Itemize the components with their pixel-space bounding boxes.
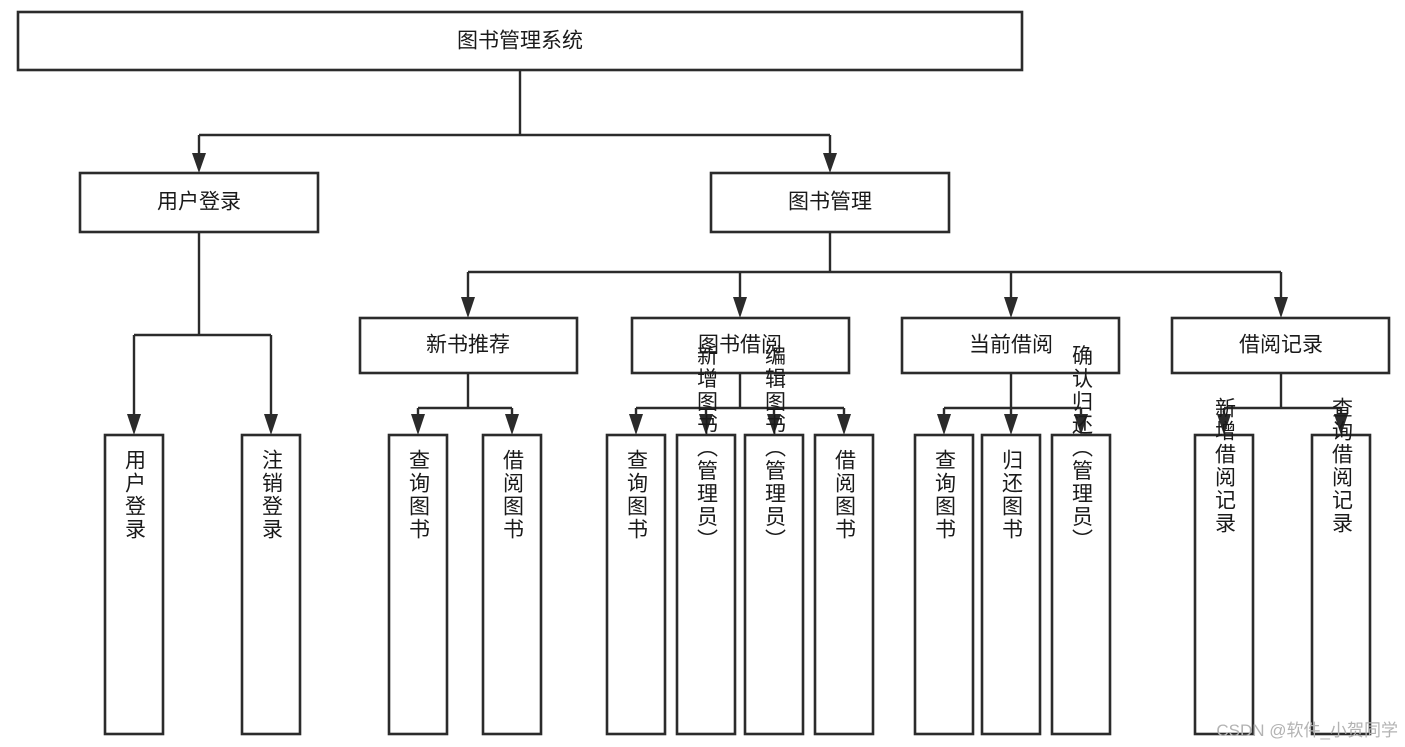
leaf-borrow-book-2[interactable]: 借阅图书 [813, 433, 875, 736]
leaf-query-record-box[interactable] [1310, 433, 1372, 736]
node-root-box[interactable] [16, 10, 1024, 72]
node-user-login-label: 用户登录 [157, 191, 241, 214]
leaf-query-book-3[interactable]: 查询图书 [913, 433, 975, 736]
node-root[interactable]: 图书管理系统 [16, 10, 1024, 72]
node-user-login[interactable]: 用户登录 [78, 171, 320, 234]
leaf-edit-book-label: 编辑图书（管理员） [763, 345, 787, 552]
arrow-head-current-borrow [1004, 297, 1018, 318]
arrow-head-leaf-user-login [127, 414, 141, 435]
arrow-head-new-book-recommend [461, 297, 475, 318]
node-current-borrow-box[interactable] [900, 316, 1121, 375]
arrow-head-borrow-record [1274, 297, 1288, 318]
leaf-query-book-2-label: 查询图书 [625, 449, 649, 541]
leaf-borrow-book-1[interactable]: 借阅图书 [481, 433, 543, 736]
node-new-book-recommend-box[interactable] [358, 316, 579, 375]
node-current-borrow[interactable]: 当前借阅 [900, 316, 1121, 375]
leaf-add-book[interactable]: 新增图书（管理员） [675, 345, 737, 736]
arrow-head-leaf-query-book-3 [937, 414, 951, 435]
leaf-add-record-box[interactable] [1193, 433, 1255, 736]
arrow-head-user-login [192, 153, 206, 173]
leaf-logout[interactable]: 注销登录 [240, 433, 302, 736]
arrow-head-leaf-borrow-book-2 [837, 414, 851, 435]
arrow-head-leaf-query-book-2 [629, 414, 643, 435]
leaf-return-book-label: 归还图书 [1000, 449, 1024, 541]
leaf-query-book-3-label: 查询图书 [933, 449, 957, 541]
leaf-edit-book[interactable]: 编辑图书（管理员） [743, 345, 805, 736]
node-book-borrow[interactable]: 图书借阅 [630, 316, 851, 375]
leaf-add-record-label: 新增借阅记录 [1213, 397, 1237, 535]
leaf-return-book-box[interactable] [980, 433, 1042, 736]
arrow-head-leaf-return-book [1004, 414, 1018, 435]
arrow-head-leaf-confirm-return [1074, 414, 1088, 435]
leaf-query-book-3-box[interactable] [913, 433, 975, 736]
leaf-edit-book-box[interactable] [743, 433, 805, 736]
watermark-label: CSDN @软件_小贺同学 [1216, 721, 1398, 740]
leaf-add-record[interactable]: 新增借阅记录 [1193, 397, 1255, 736]
leaf-borrow-book-1-label: 借阅图书 [501, 449, 525, 541]
leaf-borrow-book-2-box[interactable] [813, 433, 875, 736]
node-new-book-recommend-label: 新书推荐 [426, 334, 510, 357]
node-book-manage-box[interactable] [709, 171, 951, 234]
arrow-head-leaf-edit-book [767, 414, 781, 435]
node-current-borrow-label: 当前借阅 [969, 334, 1053, 357]
leaf-add-book-label: 新增图书（管理员） [695, 345, 719, 552]
arrow-head-leaf-borrow-book-1 [505, 414, 519, 435]
leaf-user-login-label: 用户登录 [123, 449, 147, 541]
leaf-return-book[interactable]: 归还图书 [980, 433, 1042, 736]
node-borrow-record[interactable]: 借阅记录 [1170, 316, 1391, 375]
leaf-borrow-book-1-box[interactable] [481, 433, 543, 736]
node-book-manage[interactable]: 图书管理 [709, 171, 951, 234]
node-new-book-recommend[interactable]: 新书推荐 [358, 316, 579, 375]
arrow-head-leaf-add-book [699, 414, 713, 435]
arrow-head-leaf-add-record [1217, 414, 1231, 435]
leaf-user-login-box[interactable] [103, 433, 165, 736]
node-borrow-record-label: 借阅记录 [1239, 334, 1323, 357]
leaf-query-book-1-label: 查询图书 [407, 449, 431, 541]
leaf-confirm-return[interactable]: 确认归还（管理员） [1050, 345, 1112, 736]
node-root-label: 图书管理系统 [457, 30, 583, 53]
leaf-logout-label: 注销登录 [260, 449, 284, 541]
arrow-head-book-manage [823, 153, 837, 173]
arrow-head-leaf-query-book-1 [411, 414, 425, 435]
leaf-borrow-book-2-label: 借阅图书 [833, 449, 857, 541]
leaf-add-book-box[interactable] [675, 433, 737, 736]
arrow-head-book-borrow [733, 297, 747, 318]
leaf-confirm-return-label: 确认归还（管理员） [1070, 345, 1094, 552]
leaf-query-book-2-box[interactable] [605, 433, 667, 736]
leaf-query-book-1[interactable]: 查询图书 [387, 433, 449, 736]
leaf-query-book-2[interactable]: 查询图书 [605, 433, 667, 736]
arrow-head-leaf-logout [264, 414, 278, 435]
connector-layer [127, 70, 1348, 435]
arrow-head-leaf-query-record [1334, 414, 1348, 435]
leaf-query-record[interactable]: 查询借阅记录 [1310, 397, 1372, 736]
leaf-confirm-return-box[interactable] [1050, 433, 1112, 736]
node-book-borrow-box[interactable] [630, 316, 851, 375]
node-user-login-box[interactable] [78, 171, 320, 234]
leaf-user-login[interactable]: 用户登录 [103, 433, 165, 736]
node-book-manage-label: 图书管理 [788, 191, 872, 214]
leaf-logout-box[interactable] [240, 433, 302, 736]
leaf-query-record-label: 查询借阅记录 [1330, 397, 1354, 535]
leaf-query-book-1-box[interactable] [387, 433, 449, 736]
node-book-borrow-label: 图书借阅 [698, 334, 782, 357]
node-borrow-record-box[interactable] [1170, 316, 1391, 375]
